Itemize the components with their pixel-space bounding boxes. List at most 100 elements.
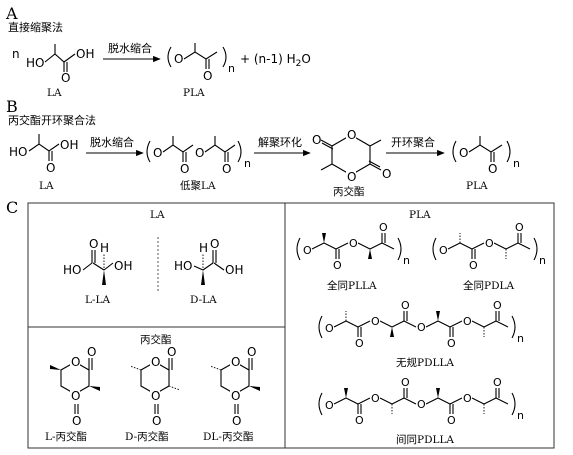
ester-oxygen-2: O xyxy=(195,146,204,160)
lactic-acid-monomer: n HO O OH LA xyxy=(12,44,94,99)
water-byproduct: + (n-1) H2O xyxy=(240,52,311,69)
l-lactic-acid: HO O H OH L-LA xyxy=(63,237,132,306)
methyl-hash-1 xyxy=(129,365,142,371)
isotactic-plla-label: 全同PLLA xyxy=(327,279,377,292)
section-b-title: 丙交酯开环聚合法 xyxy=(8,113,96,127)
ester-oxygen: O xyxy=(174,52,183,66)
syndiotactic-pdlla: O O O O O O O O n 间同PDLLA xyxy=(318,376,524,446)
section-a-letter: A xyxy=(5,4,18,23)
carbonyl-oxygen-right: O xyxy=(382,167,391,181)
isotactic-pdla: O O O O n 全同PDLA xyxy=(432,221,546,292)
la-box-title: LA xyxy=(150,209,165,221)
ring-oxygen-top: O xyxy=(71,355,80,369)
carbonyl-oxygen-top: O xyxy=(87,345,96,359)
carbonyl-oxygen: O xyxy=(210,237,219,251)
carbonyl-bond-right xyxy=(369,163,382,171)
lactic-acid-b: HO O OH LA xyxy=(9,134,78,192)
carbonyl-oxygen-4: O xyxy=(493,376,502,389)
carbonyl-oxygen-2: O xyxy=(515,221,524,234)
ester-oxygen-1: O xyxy=(325,399,334,412)
stereo-hydrogen: H xyxy=(100,241,109,255)
l-lactide: O O O O L-丙交酯 xyxy=(45,345,100,443)
carbonyl-oxygen: O xyxy=(46,161,55,175)
ester-oxygen-2: O xyxy=(485,237,494,250)
carbonyl-oxygen-2: O xyxy=(401,299,410,312)
d-lactide: O O O O D-丙交酯 xyxy=(125,345,181,443)
stereo-hydrogen: H xyxy=(199,241,208,255)
methyl-wedge-2 xyxy=(368,249,372,259)
acid-oh-label: OH xyxy=(76,47,94,61)
carbonyl-oxygen-bottom: O xyxy=(232,414,241,428)
carbonyl-oxygen-1: O xyxy=(333,259,342,272)
close-bracket xyxy=(506,140,511,163)
oligo-caption: 低聚LA xyxy=(180,179,216,192)
lactide-ring: O O O O 丙交酯 xyxy=(312,128,391,198)
atactic-pdlla-label: 无规PDLLA xyxy=(396,356,454,369)
ester-oxygen-1: O xyxy=(325,322,334,335)
ring-oxygen-bottom: O xyxy=(151,389,160,403)
section-a: A 直接缩聚法 n HO O OH LA 脱水缩合 O O n PLA xyxy=(5,4,311,99)
la-caption: LA xyxy=(39,180,54,192)
carbonyl-oxygen-2: O xyxy=(222,162,231,176)
d-lactide-label: D-丙交酯 xyxy=(125,430,169,443)
ester-oxygen-2: O xyxy=(349,237,358,250)
carbonyl-oxygen-left: O xyxy=(312,133,321,147)
d-lactic-acid: HO H O OH D-LA xyxy=(174,237,243,306)
backbone-2 xyxy=(493,242,531,250)
ring-oxygen-top: O xyxy=(151,355,160,369)
ester-oxygen-1: O xyxy=(153,146,162,160)
methyl-wedge-1 xyxy=(322,233,326,243)
repeat-index: n xyxy=(228,62,235,75)
ester-oxygen-3: O xyxy=(417,321,426,334)
carbonyl-oxygen-2: O xyxy=(379,221,388,234)
backbone-3 xyxy=(425,397,463,405)
c-oh-bond-2 xyxy=(213,262,225,271)
pla-box-title: PLA xyxy=(409,209,431,221)
carbonyl-oxygen: O xyxy=(203,69,212,83)
repeat-index: n xyxy=(517,332,524,345)
pla-repeat-unit: O O n PLA xyxy=(167,43,235,99)
open-bracket xyxy=(432,237,437,261)
close-bracket xyxy=(397,237,402,261)
backbone-1 xyxy=(162,144,194,153)
lactide-caption: 丙交酯 xyxy=(333,185,365,198)
carbonyl-oxygen-1: O xyxy=(355,337,364,350)
methyl-wedge xyxy=(102,270,106,285)
ester-oxygen-3: O xyxy=(417,398,426,411)
c-oh-bond xyxy=(82,262,93,271)
condensation-arrow-label: 脱水缩合 xyxy=(90,135,134,149)
l-lactide-label: L-丙交酯 xyxy=(45,430,87,443)
methyl-hash xyxy=(209,365,222,371)
ring-oxygen-bottom: O xyxy=(231,389,240,403)
close-bracket xyxy=(511,392,516,416)
carbonyl-oxygen-3: O xyxy=(447,414,456,427)
condensation-arrow-label: 脱水缩合 xyxy=(108,41,152,55)
dl-lactide-label: DL-丙交酯 xyxy=(203,430,253,443)
c-c-bond xyxy=(202,262,214,271)
l-la-label: L-LA xyxy=(85,294,110,306)
lactide-box-title: 丙交酯 xyxy=(140,333,172,346)
hydroxyl-label: HO xyxy=(26,56,44,70)
ester-oxygen-1: O xyxy=(439,244,448,257)
section-b-letter: B xyxy=(6,97,18,116)
backbone-2 xyxy=(357,242,395,250)
d-la-label: D-LA xyxy=(190,294,217,306)
repeat-index: n xyxy=(513,157,520,170)
carbonyl-oxygen: O xyxy=(89,237,98,251)
c-oh-bond xyxy=(193,265,204,271)
isotactic-plla: O O O O n 全同PLLA xyxy=(296,221,410,292)
ring-oxygen-bottom: O xyxy=(347,170,356,184)
methyl-right xyxy=(369,139,382,147)
carbonyl-oxygen-1: O xyxy=(180,162,189,176)
acid-oh-label: OH xyxy=(225,263,243,277)
backbone xyxy=(183,51,218,60)
methyl-wedge-2 xyxy=(390,327,394,337)
methyl-wedge xyxy=(249,386,260,391)
carbonyl-oxygen: O xyxy=(61,71,70,85)
carbonyl-oxygen-2: O xyxy=(401,376,410,389)
open-bracket xyxy=(146,140,151,163)
open-bracket xyxy=(296,237,301,261)
methyl-wedge-1 xyxy=(344,388,348,398)
section-c-letter: C xyxy=(6,198,18,217)
